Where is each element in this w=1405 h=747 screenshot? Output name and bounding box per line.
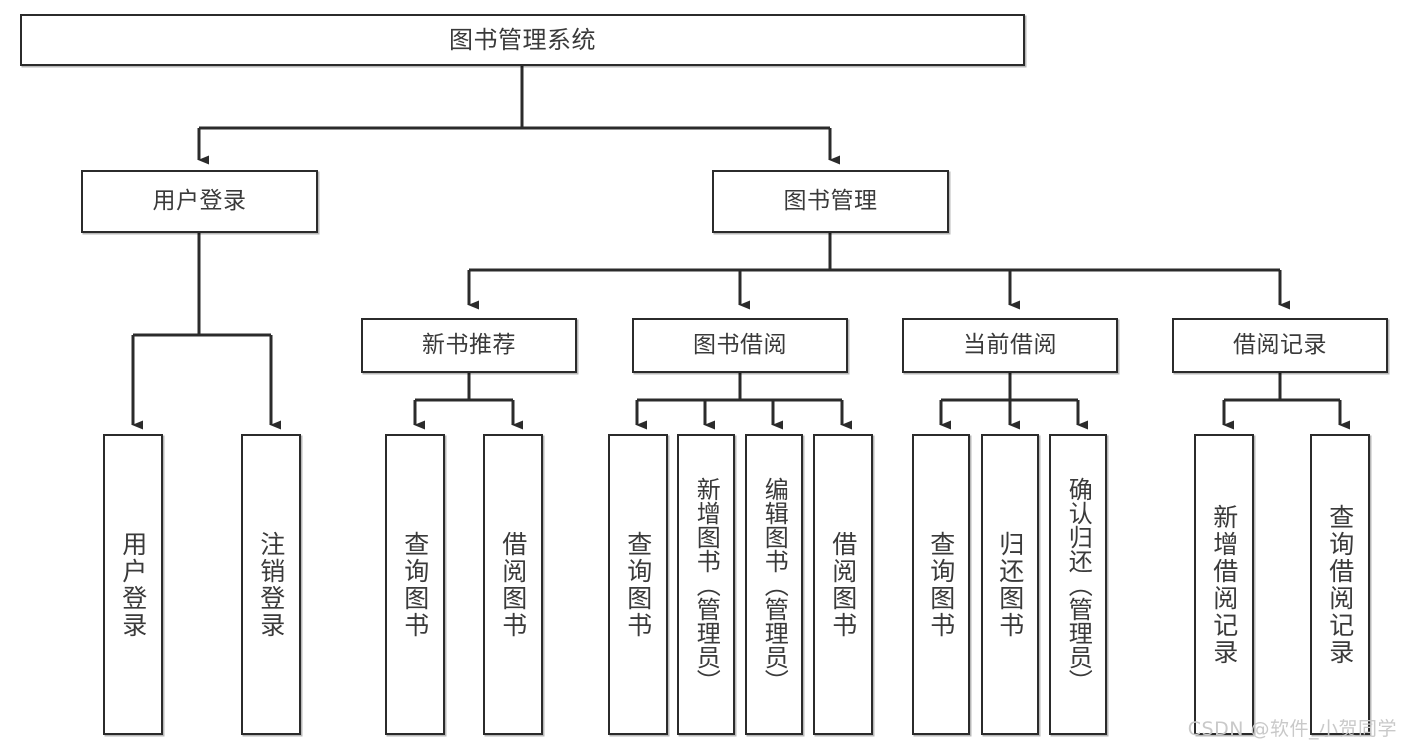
node-new-book-recommend[interactable]: 新书推荐 xyxy=(361,318,577,373)
node-book-manage[interactable]: 图书管理 xyxy=(712,170,949,233)
node-leaf-return-book-label: 归还图书 xyxy=(995,530,1025,639)
node-leaf-query-book-2-label: 查询图书 xyxy=(623,530,653,639)
node-leaf-query-book-3[interactable]: 查询图书 xyxy=(912,434,970,735)
node-leaf-query-book-3-label: 查询图书 xyxy=(926,530,956,639)
node-leaf-logout-login-label: 注销登录 xyxy=(256,530,286,639)
node-borrow-record-label: 借阅记录 xyxy=(1233,331,1327,358)
node-leaf-return-book[interactable]: 归还图书 xyxy=(981,434,1039,735)
node-leaf-borrow-book-1-label: 借阅图书 xyxy=(498,530,528,639)
node-leaf-confirm-return-admin[interactable]: 确认归还（管理员） xyxy=(1049,434,1107,735)
node-leaf-add-borrow-record[interactable]: 新增借阅记录 xyxy=(1194,434,1254,735)
node-leaf-add-book-admin[interactable]: 新增图书（管理员） xyxy=(677,434,735,735)
node-leaf-user-login-label: 用户登录 xyxy=(118,530,148,639)
node-leaf-borrow-book-1[interactable]: 借阅图书 xyxy=(483,434,543,735)
node-current-borrow-label: 当前借阅 xyxy=(963,331,1057,358)
node-leaf-borrow-book-2-label: 借阅图书 xyxy=(828,530,858,639)
node-new-book-recommend-label: 新书推荐 xyxy=(422,331,516,358)
node-leaf-confirm-return-admin-label: 确认归还（管理员） xyxy=(1064,476,1093,693)
node-book-borrow-label: 图书借阅 xyxy=(693,331,787,358)
node-leaf-user-login[interactable]: 用户登录 xyxy=(103,434,163,735)
node-leaf-query-book-1-label: 查询图书 xyxy=(400,530,430,639)
node-leaf-edit-book-admin-label: 编辑图书（管理员） xyxy=(760,476,789,693)
node-user-login-label: 用户登录 xyxy=(152,187,247,214)
node-leaf-borrow-book-2[interactable]: 借阅图书 xyxy=(813,434,873,735)
node-root-system-label: 图书管理系统 xyxy=(449,25,596,54)
node-leaf-query-borrow-record-label: 查询借阅记录 xyxy=(1325,503,1355,666)
node-leaf-edit-book-admin[interactable]: 编辑图书（管理员） xyxy=(745,434,803,735)
node-leaf-add-book-admin-label: 新增图书（管理员） xyxy=(692,476,721,693)
node-leaf-query-borrow-record[interactable]: 查询借阅记录 xyxy=(1310,434,1370,735)
node-leaf-query-book-2[interactable]: 查询图书 xyxy=(608,434,668,735)
node-leaf-logout-login[interactable]: 注销登录 xyxy=(241,434,301,735)
csdn-watermark: CSDN @软件_小贺同学 xyxy=(1187,718,1397,740)
node-borrow-record[interactable]: 借阅记录 xyxy=(1172,318,1388,373)
node-root-system[interactable]: 图书管理系统 xyxy=(20,14,1025,66)
node-current-borrow[interactable]: 当前借阅 xyxy=(902,318,1118,373)
node-leaf-query-book-1[interactable]: 查询图书 xyxy=(385,434,445,735)
node-user-login[interactable]: 用户登录 xyxy=(81,170,318,233)
node-book-manage-label: 图书管理 xyxy=(783,187,878,214)
node-leaf-add-borrow-record-label: 新增借阅记录 xyxy=(1209,503,1239,666)
node-book-borrow[interactable]: 图书借阅 xyxy=(632,318,848,373)
